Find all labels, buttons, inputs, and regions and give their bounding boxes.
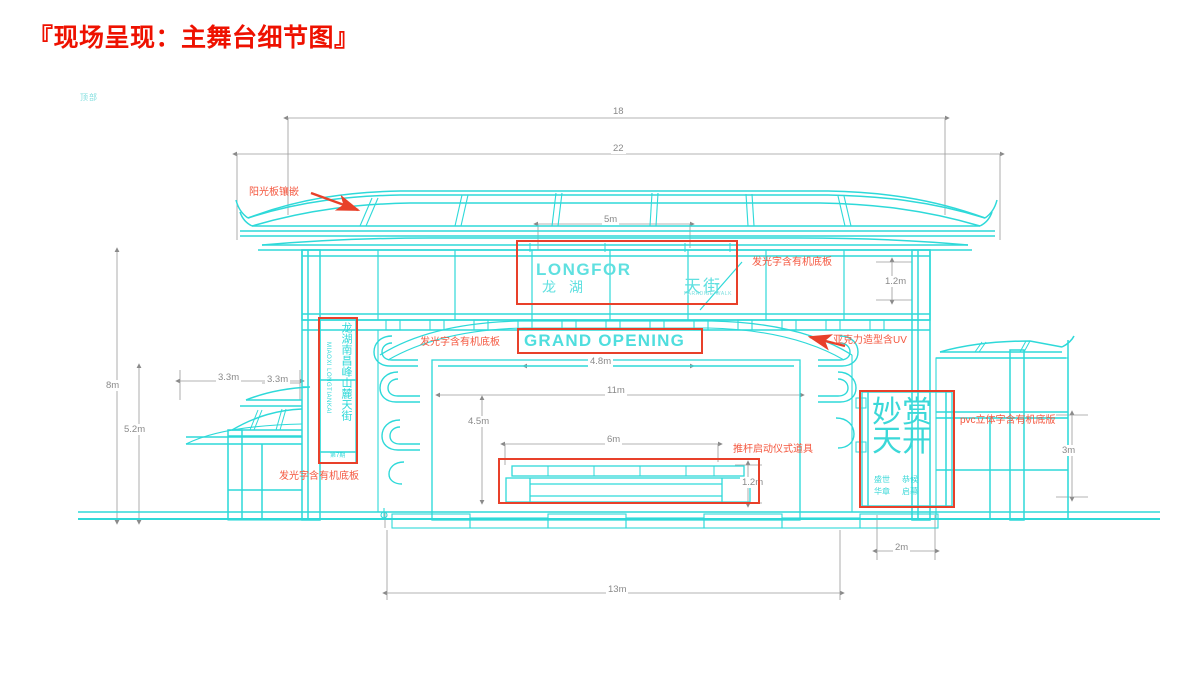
dimension-11m: 11m — [605, 385, 627, 396]
dimension-4p5m: 4.5m — [466, 416, 492, 427]
dimension-13m: 13m — [606, 584, 629, 595]
longfor-logo-cn: 龙湖 — [542, 279, 596, 295]
dimension-8m: 8m — [104, 380, 122, 391]
cad-linework — [78, 190, 1160, 529]
annotation-luminous-letters-top-right: 发光字含有机底板 — [752, 257, 832, 268]
tianjie-logo-sub: PARADISE WALK — [684, 291, 733, 297]
page-title: 『现场呈现：主舞台细节图』 — [28, 24, 360, 52]
right-sign-sub-right: 恭候 — [902, 475, 918, 484]
annotation-push-rod-prop: 推杆启动仪式道具 — [733, 444, 813, 455]
right-sign-sub-left: 盛世 — [874, 475, 890, 484]
annotation-luminous-letters-bottom-left: 发光字含有机底板 — [279, 471, 359, 482]
right-sign-sub-left2: 华章 — [874, 487, 890, 496]
corner-note: 顶部 — [80, 93, 98, 102]
left-sign-small-text: 第7期 — [330, 453, 346, 459]
dimension-5m: 5m — [602, 214, 620, 225]
right-sign-main-text: 妙赏天开 — [872, 395, 932, 459]
grand-opening-text: GRAND OPENING — [524, 331, 686, 350]
dimension-22: 22 — [611, 143, 626, 154]
dimension-3p3m-a: 3.3m — [216, 372, 242, 383]
dimension-3p3m-b: 3.3m — [265, 374, 291, 385]
annotation-luminous-letters-mid-left: 发光字含有机底板 — [420, 337, 500, 348]
left-sign-main-text: 龙湖南昌峰山麓天街 — [340, 322, 352, 421]
dimension-5p2m: 5.2m — [122, 424, 148, 435]
left-sign-pinyin: MIAOXI LONGTIANKAI — [325, 342, 331, 415]
annotation-acrylic-uv: 亚克力造型含UV — [833, 335, 907, 346]
dimension-1p2m-stage: 1.2m — [740, 477, 766, 488]
annotation-sunlight-panel: 阳光板镶嵌 — [249, 187, 299, 198]
annotation-arrows — [310, 191, 846, 351]
dimension-1p2m-right: 1.2m — [883, 276, 909, 287]
dimension-6m: 6m — [605, 434, 623, 445]
longfor-logo-en: LONGFOR — [536, 260, 632, 279]
dimension-4p8m: 4.8m — [588, 356, 614, 367]
annotation-pvc-letters: pvc立体字含有机底版 — [960, 415, 1056, 426]
tianjie-logo-cn: 天街 — [684, 277, 722, 296]
right-sign-sub-right2: 启幕 — [902, 487, 918, 496]
dimension-2m: 2m — [893, 542, 911, 553]
dimension-18: 18 — [611, 106, 626, 117]
dimension-3m: 3m — [1060, 445, 1078, 456]
